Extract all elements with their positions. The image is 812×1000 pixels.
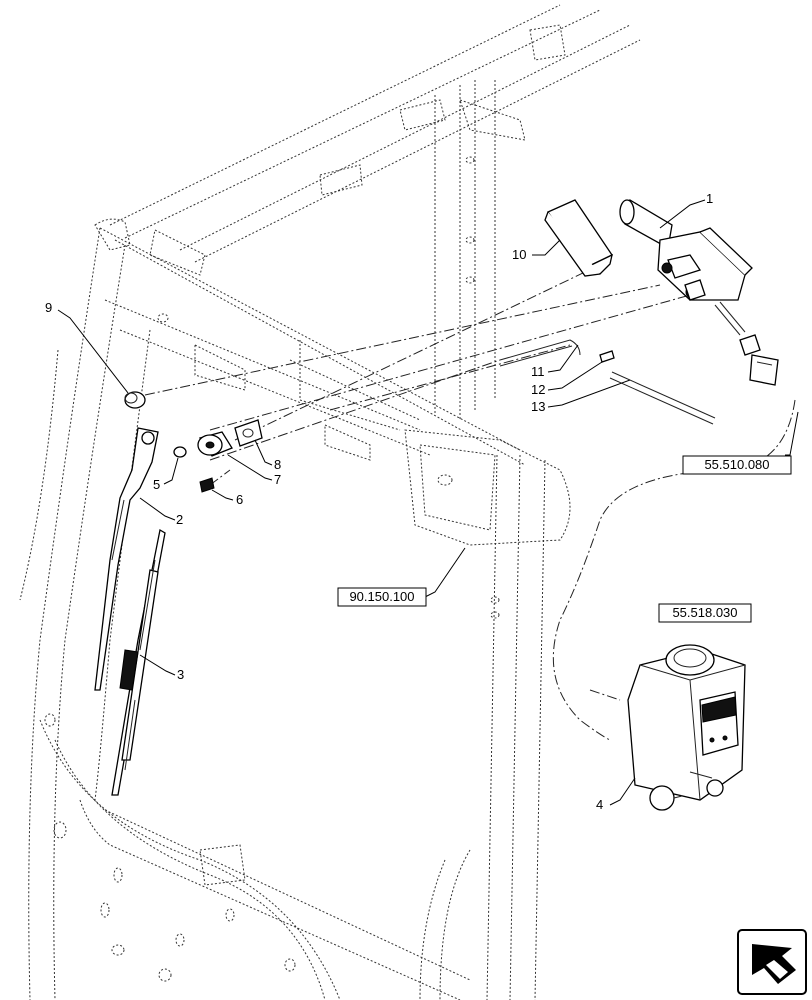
ref-reservoir-label: 55.518.030 [672,605,737,620]
callout-12: 12 [531,382,545,397]
callouts: 1 2 3 4 5 6 7 8 9 10 11 12 13 [45,191,713,812]
wiper-blade [111,528,166,796]
ref-reservoir[interactable]: 55.518.030 [658,603,752,623]
callout-13: 13 [531,399,545,414]
leader-lines [57,199,799,806]
callout-4: 4 [596,797,603,812]
wiper-motor [619,198,779,386]
ref-cab[interactable]: 90.150.100 [337,587,427,607]
washer-reservoir [627,644,746,811]
callout-1: 1 [706,191,713,206]
callout-9: 9 [45,300,52,315]
ref-cab-label: 90.150.100 [349,589,414,604]
callout-3: 3 [177,667,184,682]
callout-11: 11 [531,364,545,379]
previous-page-arrow-icon[interactable] [737,929,807,995]
callout-10: 10 [512,247,526,262]
callout-5: 5 [153,477,160,492]
callout-8: 8 [274,457,281,472]
ref-wiring-label: 55.510.080 [704,457,769,472]
callout-6: 6 [236,492,243,507]
ref-wiring[interactable]: 55.510.080 [682,455,792,475]
wiper-arm [94,427,159,691]
cab-frame [19,4,641,1000]
pivot-hardware [173,419,263,493]
reference-boxes: 55.510.080 55.518.030 90.150.100 [337,455,792,623]
callout-7: 7 [274,472,281,487]
callout-2: 2 [176,512,183,527]
washer-hoses [499,339,716,425]
pad [544,199,613,277]
cap [124,391,146,409]
